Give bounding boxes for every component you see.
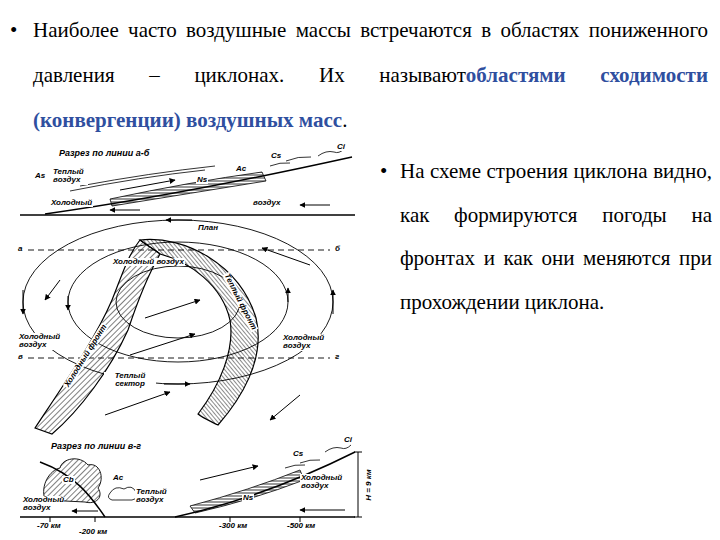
cirrostratus-cloud (285, 460, 320, 468)
diagram-label: б (334, 245, 341, 253)
air-flow-arrow (72, 511, 98, 512)
diagram-label: воздух (252, 199, 281, 207)
diagram-label: План (197, 224, 219, 232)
diagram-label: -200 км (78, 528, 108, 536)
front-label: H = 9 км (365, 468, 373, 502)
ground-line (20, 516, 355, 518)
diagram-label: Cs (270, 152, 282, 160)
section-ab (20, 149, 355, 215)
air-flow-arrow (300, 205, 330, 206)
diagram-label: Теплый сектор (104, 372, 156, 389)
diagram-label: -300 км (218, 522, 248, 530)
diagram-label: Ci (336, 143, 346, 151)
isobar-arrow (164, 384, 190, 385)
wind-arrow (145, 300, 200, 318)
isobar-arrow (68, 296, 69, 310)
isobar-arrow (166, 220, 192, 221)
plan-view (23, 220, 333, 434)
cirrus-cloud (325, 445, 351, 452)
wind-arrow (45, 280, 60, 300)
diagram-label: Ns (196, 176, 208, 184)
air-flow-arrow (110, 210, 140, 211)
diagram-label: Ns (242, 494, 254, 502)
section-title: Разрез по линии а-б (58, 149, 150, 158)
section-line (28, 358, 330, 359)
height-scale (354, 452, 362, 517)
section-title: Разрез по линии в-г (50, 442, 142, 451)
diagram-label: Холодный (50, 199, 93, 207)
front-label: Холодный фронт (63, 322, 109, 389)
paragraph: Наиболее часто воздушные массы встречают… (33, 8, 708, 143)
diagram-label: Теплый воздух (52, 168, 88, 185)
diagram-label: Холодный воздух (300, 474, 344, 491)
bullet-mark: • (380, 150, 387, 194)
diagram-label: Холодный воздух (18, 333, 62, 350)
diagram-label: As (34, 172, 46, 180)
diagram-label: Cb (62, 476, 75, 484)
diagram-label: Cs (292, 450, 304, 458)
diagram-label: -70 км (36, 522, 62, 530)
diagram-label: в (17, 353, 24, 361)
warm-front-band (140, 239, 258, 425)
diagram-label: Теплый воздух (135, 488, 171, 505)
nimbostratus-cloud (190, 470, 304, 513)
air-flow-arrow (120, 180, 175, 190)
diagram-label: Холодный воздух (282, 334, 330, 351)
air-flow-arrow (200, 466, 258, 480)
wind-arrow (270, 395, 300, 420)
diagram-label: Ac (235, 165, 247, 173)
wind-arrow (130, 334, 195, 355)
ground-line (20, 214, 355, 216)
diagram-label: Холодный воздух (22, 496, 64, 513)
front-label: Теплый фронт (222, 272, 258, 333)
altostratus-cloud (70, 166, 215, 191)
diagram-label: Ac (112, 474, 124, 482)
diagram-label: г (334, 353, 340, 361)
paragraph: На схеме строения циклона видно, как фор… (400, 150, 712, 324)
warm-front-surface (175, 452, 355, 517)
isobar-arrow (23, 290, 24, 314)
distance-tick (50, 517, 300, 522)
body-text: На схеме строения циклона видно, как фор… (400, 159, 712, 314)
body-text: . (342, 108, 347, 132)
diagram-label: а (17, 245, 23, 253)
wind-arrow (262, 248, 310, 265)
bullet-mark: • (10, 8, 17, 53)
diagram-label: Ci (343, 436, 353, 444)
isobar-arrow (288, 288, 289, 302)
warm-front-surface (45, 157, 352, 214)
isobar-arrow (333, 290, 334, 314)
air-flow-arrow (300, 510, 345, 511)
diagram-label: -500 км (286, 522, 316, 530)
section-vg (20, 445, 362, 522)
altocumulus-cloud (108, 487, 137, 500)
diagram-label: Холодный воздух (112, 258, 185, 266)
wind-arrow (105, 392, 170, 415)
